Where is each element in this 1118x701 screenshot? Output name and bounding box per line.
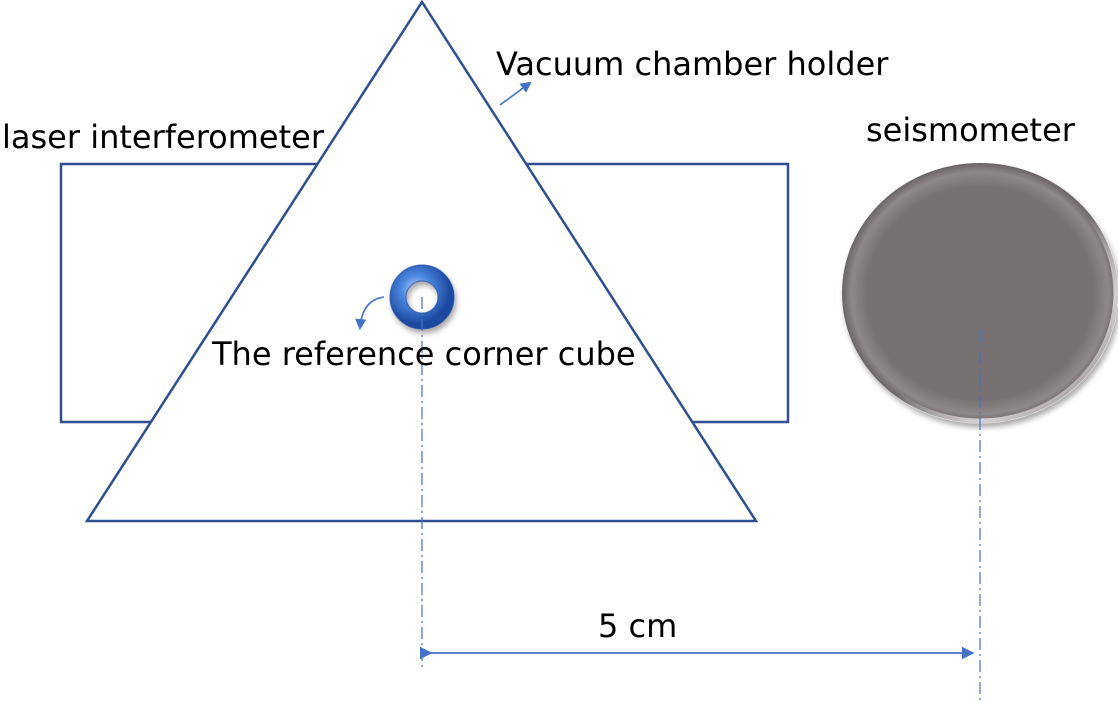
distance-label: 5 cm [598,607,677,645]
reference-corner-cube-leader [355,296,385,331]
vacuum-chamber-holder-label: Vacuum chamber holder [496,45,889,83]
seismometer-disc [842,163,1118,423]
seismometer-label: seismometer [866,111,1076,149]
vacuum-chamber-holder-leader [499,81,532,106]
laser-interferometer-label: laser interferometer [2,118,325,156]
reference-corner-cube-label: The reference corner cube [211,335,636,373]
